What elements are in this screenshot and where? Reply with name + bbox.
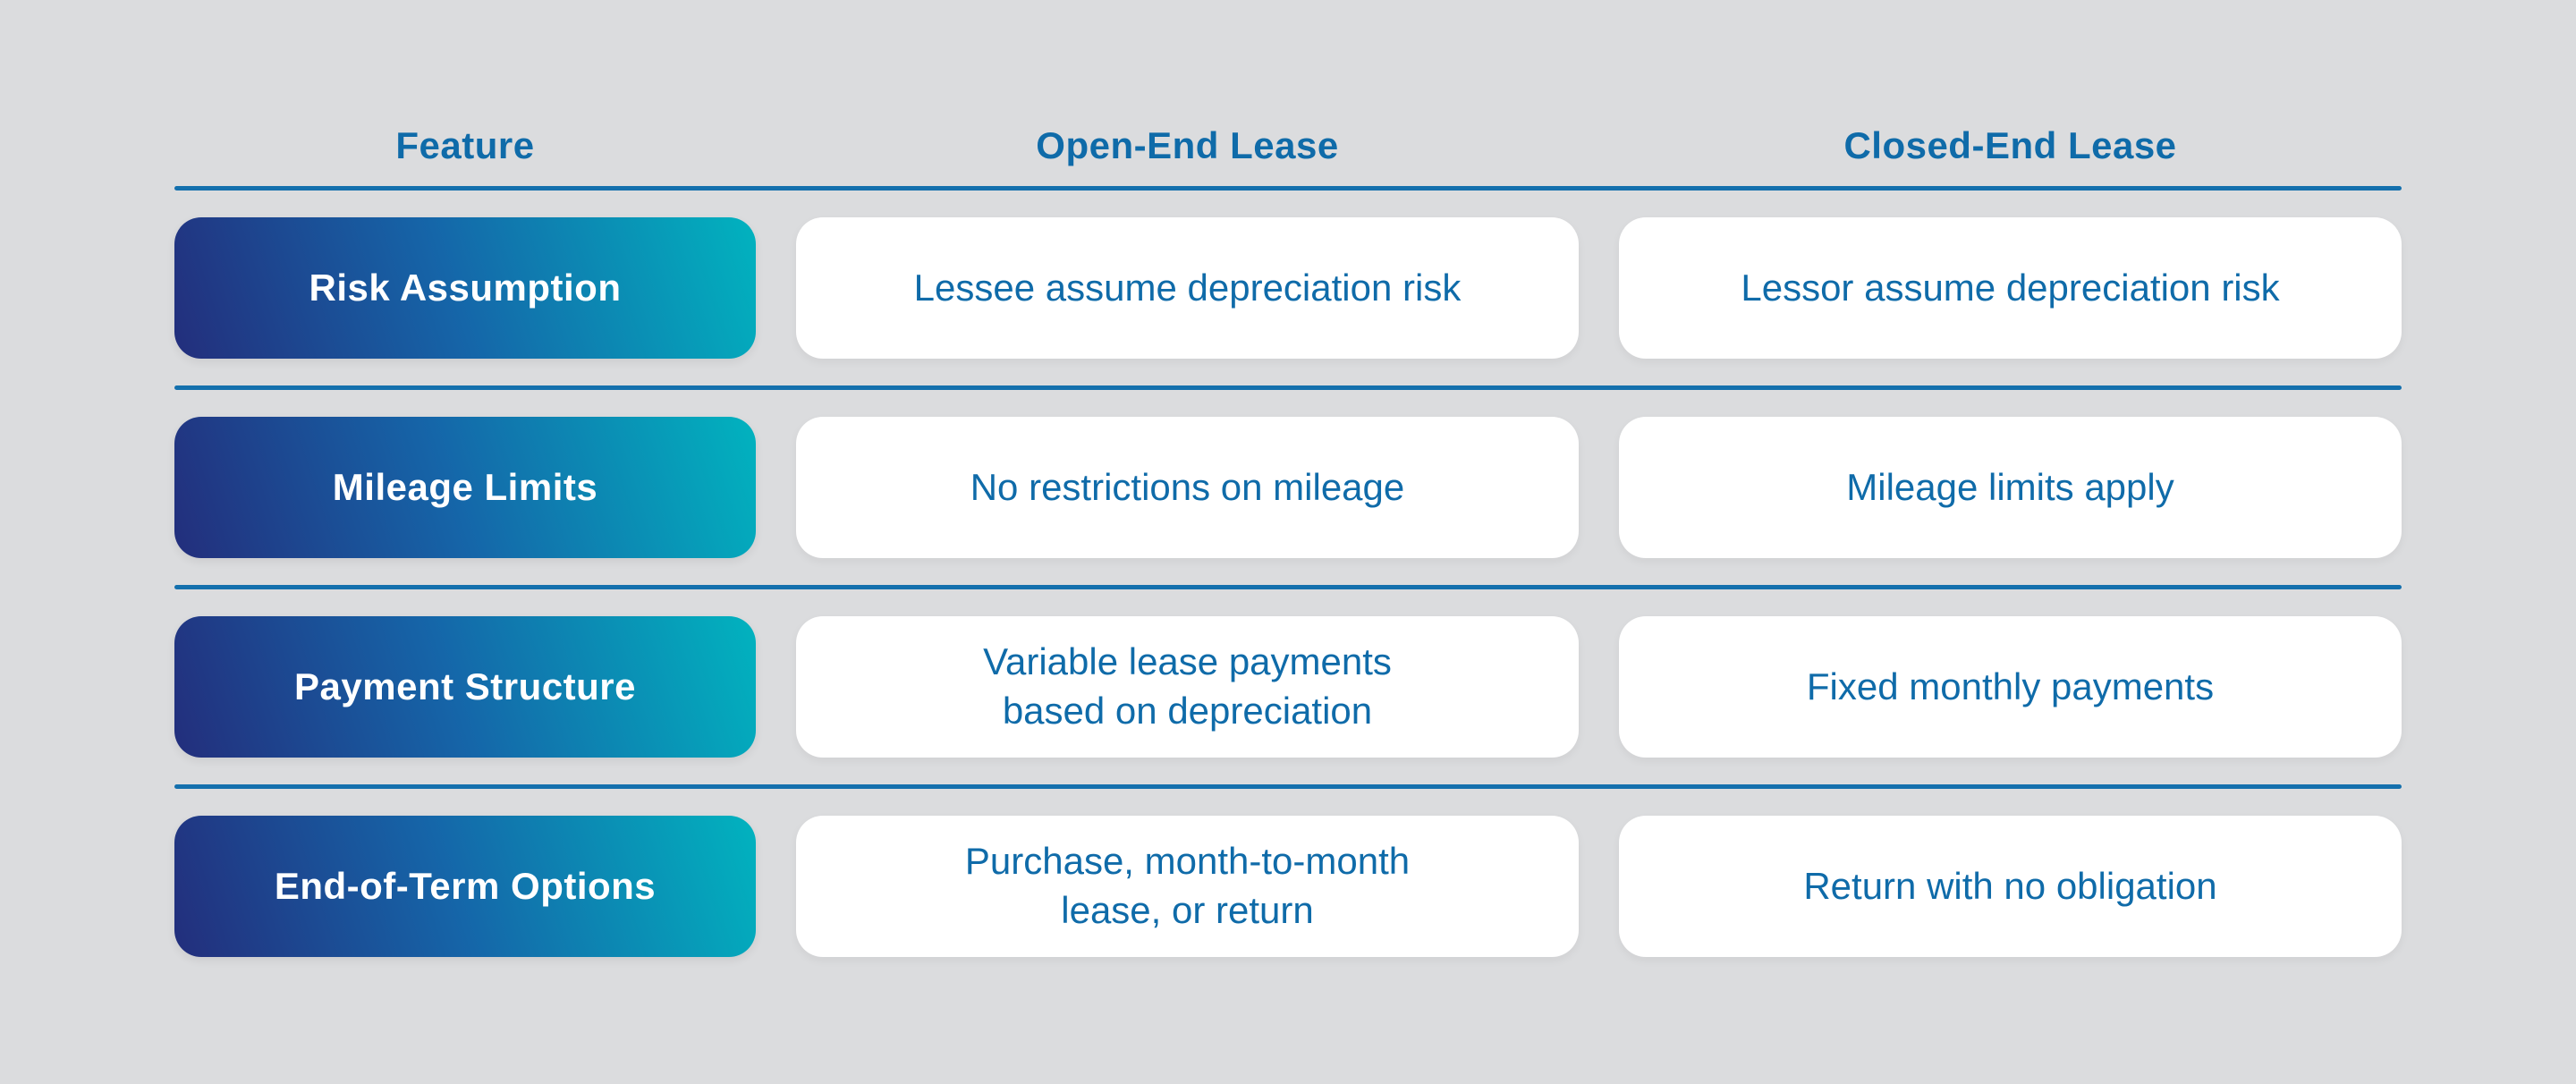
row-divider-line <box>174 385 2402 390</box>
table-row-end-of-term-options: End-of-Term Options Purchase, month-to-m… <box>174 816 2402 957</box>
column-header-closed-end-lease: Closed-End Lease <box>1843 124 2177 166</box>
comparison-table: Feature Open-End Lease Closed-End Lease … <box>174 0 2402 957</box>
feature-pill-end-of-term-options: End-of-Term Options <box>174 816 756 957</box>
table-row-mileage-limits: Mileage Limits No restrictions on mileag… <box>174 417 2402 558</box>
open-end-cell-mileage-limits: No restrictions on mileage <box>796 417 1579 558</box>
column-header-feature: Feature <box>395 124 535 166</box>
open-end-cell-risk-assumption: Lessee assume depreciation risk <box>796 217 1579 359</box>
row-divider-line <box>174 784 2402 789</box>
feature-pill-payment-structure: Payment Structure <box>174 616 756 758</box>
header-divider-line <box>174 186 2402 191</box>
table-row-payment-structure: Payment Structure Variable lease payment… <box>174 616 2402 758</box>
row-divider-line <box>174 585 2402 589</box>
closed-end-cell-end-of-term-options: Return with no obligation <box>1619 816 2402 957</box>
column-header-open-end-lease: Open-End Lease <box>1036 124 1339 166</box>
feature-pill-mileage-limits: Mileage Limits <box>174 417 756 558</box>
closed-end-cell-mileage-limits: Mileage limits apply <box>1619 417 2402 558</box>
closed-end-cell-payment-structure: Fixed monthly payments <box>1619 616 2402 758</box>
table-header-row: Feature Open-End Lease Closed-End Lease <box>174 123 2402 168</box>
closed-end-cell-risk-assumption: Lessor assume depreciation risk <box>1619 217 2402 359</box>
open-end-cell-payment-structure: Variable lease payments based on depreci… <box>796 616 1579 758</box>
feature-pill-risk-assumption: Risk Assumption <box>174 217 756 359</box>
table-row-risk-assumption: Risk Assumption Lessee assume depreciati… <box>174 217 2402 359</box>
open-end-cell-end-of-term-options: Purchase, month-to-month lease, or retur… <box>796 816 1579 957</box>
